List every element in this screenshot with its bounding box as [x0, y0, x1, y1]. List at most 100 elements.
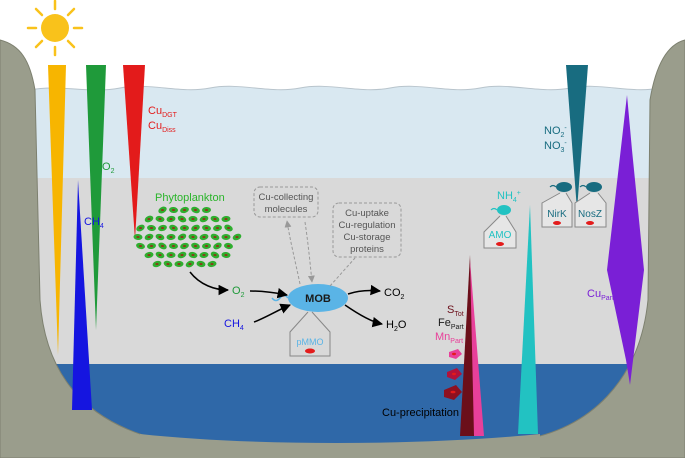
cu-proteins-box — [332, 202, 402, 258]
arrow-mob-to-co2 — [347, 284, 382, 296]
pmmo-copper-dot — [305, 348, 315, 354]
phytoplankton-nucleus — [204, 209, 209, 211]
phytoplankton-nucleus — [191, 254, 195, 256]
methane-profile — [72, 180, 92, 410]
phytoplankton-nucleus — [169, 218, 173, 220]
phytoplankton-nucleus — [199, 263, 203, 265]
phytoplankton-nucleus — [180, 236, 184, 238]
phytoplankton-nucleus — [202, 254, 206, 256]
lake-bottom — [140, 434, 540, 458]
phytoplankton-nucleus — [180, 218, 184, 220]
phytoplankton-nucleus — [158, 236, 162, 238]
amo-box — [483, 215, 517, 249]
phytoplankton-nucleus — [224, 254, 228, 256]
cu-proteins-line2: Cu-regulation — [338, 220, 395, 231]
phytoplankton-nucleus — [171, 245, 176, 247]
phytoplankton-label: Phytoplankton — [155, 192, 225, 204]
amo-copper-dot — [496, 242, 504, 246]
phytoplankton-nucleus — [169, 236, 173, 238]
phytoplankton-nucleus — [204, 227, 209, 229]
phytoplankton-nucleus — [188, 263, 192, 265]
phytoplankton-nucleus — [202, 236, 206, 238]
nitrate-profile — [566, 65, 588, 210]
phytoplankton-nucleus — [149, 227, 154, 229]
phytoplankton-nucleus — [213, 254, 217, 256]
phytoplankton-nucleus — [202, 218, 206, 220]
arrow-ch4-to-mob — [253, 303, 291, 323]
phytoplankton-nucleus — [193, 245, 198, 247]
phytoplankton-nucleus — [138, 245, 143, 247]
nosz-box — [574, 192, 607, 228]
pmmo-label: pMMO — [297, 337, 324, 347]
no3-label: NO3- — [544, 140, 567, 154]
phytoplankton-nucleus — [224, 218, 228, 220]
ch4-left-label: CH4 — [84, 216, 104, 230]
phytoplankton-nucleus — [147, 218, 151, 220]
phytoplankton-nucleus — [191, 236, 195, 238]
phytoplankton-nucleus — [160, 227, 165, 229]
h2o-label: H2O — [386, 319, 407, 333]
iron-profile — [470, 260, 484, 436]
co2-label: CO2 — [384, 287, 405, 301]
phytoplankton-nucleus — [171, 227, 176, 229]
fe-part-label: FePart — [438, 317, 464, 331]
sun-icon — [26, 0, 84, 57]
cu-collecting-line2: molecules — [265, 204, 308, 215]
nirk-box — [541, 192, 573, 228]
phytoplankton-nucleus — [235, 236, 239, 238]
sulfur-profile — [460, 255, 476, 436]
nirk-label: NirK — [547, 209, 567, 220]
phytoplankton-nucleus — [210, 263, 214, 265]
cu-proteins-line3: Cu-storage — [344, 232, 391, 243]
arrow-phyto-to-o2 — [189, 271, 230, 296]
nirk-cell — [556, 182, 572, 192]
phytoplankton-nucleus — [224, 236, 228, 238]
mob-label: MOB — [305, 293, 331, 305]
copper-dissolved-profile — [123, 65, 145, 240]
phytoplankton-nucleus — [147, 236, 151, 238]
phytoplankton-nucleus — [180, 254, 184, 256]
phytoplankton-nucleus — [226, 245, 231, 247]
phytoplankton-nucleus — [215, 227, 220, 229]
o2-mid-label: O2 — [232, 285, 245, 299]
arrow-to-cu-collecting — [284, 220, 301, 285]
mob-cell — [288, 284, 348, 312]
mn-part-label: MnPart — [435, 331, 463, 345]
phytoplankton-nucleus — [226, 227, 231, 229]
no2-label: NO2- — [544, 125, 567, 139]
arrow-mob-to-h2o — [344, 304, 384, 328]
ammonium-profile — [518, 205, 538, 434]
nirk-flagellum — [549, 184, 557, 188]
phytoplankton-nucleus — [160, 209, 165, 211]
phytoplankton-nucleus — [166, 263, 170, 265]
connector-mob-to-proteins — [329, 257, 356, 287]
phytoplankton-nucleus — [215, 245, 220, 247]
arrow-o2-to-mob — [249, 287, 289, 299]
cu-proteins-line4: proteins — [350, 244, 384, 255]
phytoplankton-nucleus — [136, 236, 140, 238]
nosz-flagellum — [579, 184, 587, 188]
amo-label: AMO — [489, 230, 512, 241]
nirk-copper-dot — [553, 221, 561, 225]
phytoplankton-nucleus — [138, 227, 143, 229]
nosz-label: NosZ — [578, 209, 602, 220]
phytoplankton-nucleus — [147, 254, 151, 256]
nh4-label: NH4+ — [497, 190, 521, 204]
phytoplankton-nucleus — [149, 245, 154, 247]
phytoplankton-cluster — [133, 206, 242, 268]
phytoplankton-nucleus — [182, 245, 187, 247]
s-tot-label: STot — [447, 304, 464, 318]
light-profile — [48, 65, 66, 355]
phytoplankton-nucleus — [169, 254, 173, 256]
copper-particulate-profile — [607, 95, 644, 385]
phytoplankton-nucleus — [182, 227, 187, 229]
left-rock — [0, 39, 161, 458]
phytoplankton-nucleus — [193, 209, 198, 211]
amo-flagellum — [490, 207, 498, 211]
arrow-from-cu-collecting — [304, 221, 315, 283]
phytoplankton-nucleus — [204, 245, 209, 247]
cu-diss-label: CuDiss — [148, 120, 176, 134]
precipitate-dot-2 — [452, 372, 456, 376]
ch4-mid-label: CH4 — [224, 318, 244, 332]
